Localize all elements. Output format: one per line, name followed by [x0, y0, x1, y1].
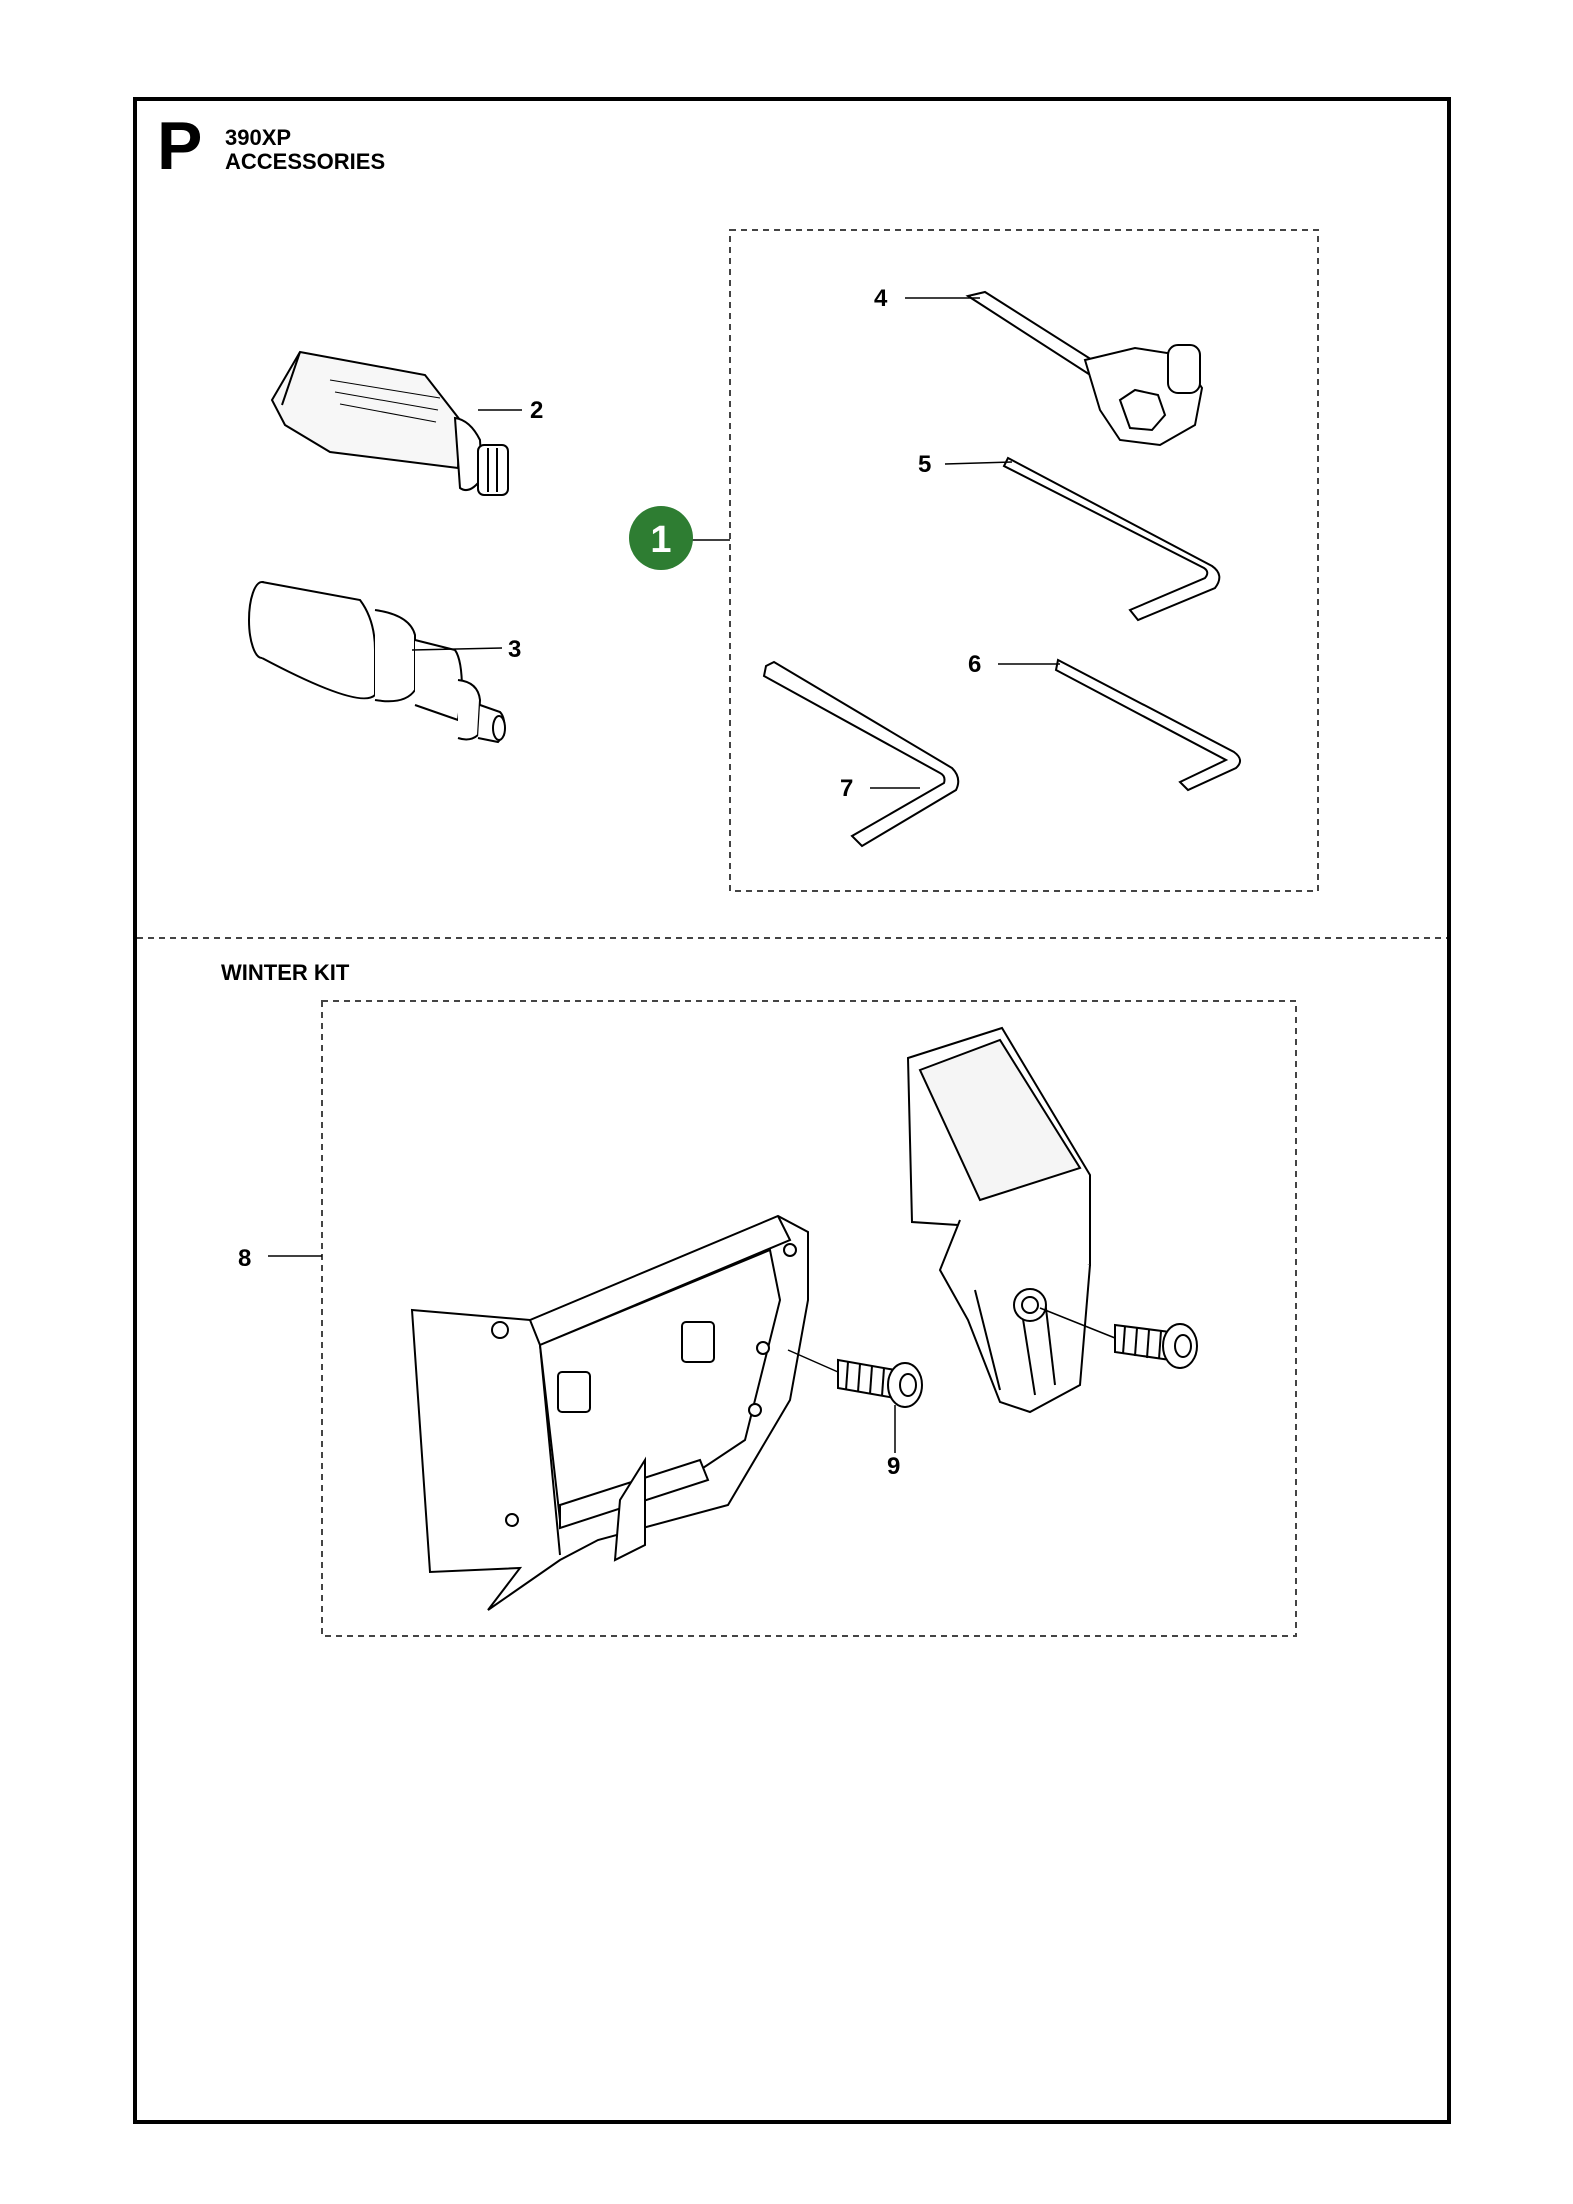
winter-cover-drawing — [906, 1026, 1091, 1414]
section-letter: P — [157, 108, 203, 184]
combination-wrench-drawing — [965, 290, 1204, 447]
callout-2: 2 — [530, 397, 543, 424]
callout-4: 4 — [874, 285, 888, 312]
callout-6: 6 — [968, 651, 981, 678]
screw-2-drawing — [1114, 1323, 1198, 1369]
callout-5: 5 — [918, 451, 931, 478]
winter-kit-title: WINTER KIT — [221, 960, 350, 985]
page-frame — [133, 97, 1451, 2124]
callout-8: 8 — [238, 1245, 251, 1272]
page-title: ACCESSORIES — [225, 149, 386, 174]
model-name: 390XP — [225, 125, 292, 150]
screw-1-drawing — [837, 1358, 923, 1408]
grease-tube-drawing — [270, 350, 509, 496]
leader-lines — [268, 297, 1116, 1453]
callout-1: 1 — [650, 519, 671, 561]
hex-key-6-drawing — [1054, 658, 1241, 792]
hex-key-5-drawing — [1002, 456, 1221, 622]
winter-plate-drawing — [410, 1214, 809, 1611]
callout-7: 7 — [840, 775, 853, 802]
kit-badge — [629, 506, 693, 570]
tool-3-drawing — [248, 581, 506, 744]
hex-key-7-drawing — [762, 660, 960, 848]
callout-9: 9 — [887, 1453, 900, 1480]
kit-group-box — [729, 229, 1319, 892]
callout-3: 3 — [508, 636, 521, 663]
winter-kit-group-box — [321, 1000, 1297, 1637]
